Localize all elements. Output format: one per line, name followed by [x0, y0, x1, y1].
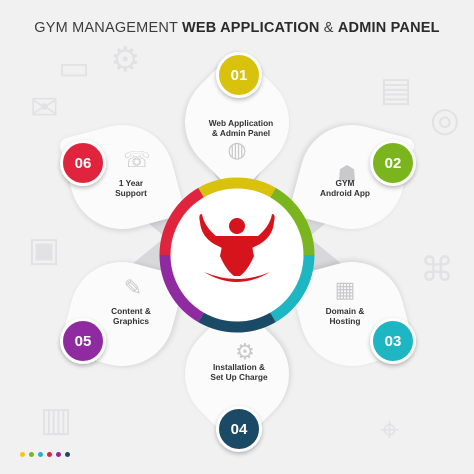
background-target-icon: ◎ [430, 100, 460, 140]
step-01-line1: Web Application [208, 118, 274, 128]
step-02-number: 02 [384, 154, 402, 172]
step-04-line1: Installation & [212, 362, 266, 372]
background-code-icon: ⌘ [420, 250, 454, 290]
title-text-bold-2: ADMIN PANEL [337, 20, 440, 36]
step-05-badge: 05 [60, 318, 106, 364]
content-icon: ✎ [123, 276, 143, 301]
step-05-line1: Content & [111, 306, 151, 316]
ring-segment-02 [270, 187, 315, 256]
title-text-normal: GYM MANAGEMENT [34, 20, 183, 36]
footer-dot [56, 452, 61, 457]
step-01-label: Web Application & Admin Panel [196, 118, 286, 138]
step-06-line2: Support [115, 188, 147, 198]
page-title: GYM MANAGEMENT WEB APPLICATION & ADMIN P… [0, 20, 474, 36]
step-05-number: 05 [74, 332, 92, 350]
footer-dot [20, 452, 25, 457]
step-06-label: 1 Year Support [86, 178, 176, 198]
background-chart-icon: ▥ [40, 400, 73, 440]
background-pin-icon: ⌖ [380, 410, 400, 450]
title-text-bold-1: WEB APPLICATION [182, 20, 320, 36]
android-icon: ☗ [337, 162, 357, 187]
step-05-line2: Graphics [113, 316, 149, 326]
step-03-line2: Hosting [329, 316, 361, 326]
background-chat-icon: ✉ [30, 88, 59, 128]
footer-dot [38, 452, 43, 457]
step-01-line2: & Admin Panel [211, 128, 271, 138]
footer-dot [65, 452, 70, 457]
step-02-line1: GYM [335, 178, 355, 188]
step-06-badge: 06 [60, 140, 106, 186]
footer-dot [29, 452, 34, 457]
ring-segment-03 [270, 254, 315, 323]
ring-segment-01 [198, 177, 276, 198]
step-06-line1: 1 Year [118, 178, 144, 188]
step-05-label: Content & Graphics [86, 306, 176, 326]
background-image-icon: ▣ [28, 230, 61, 270]
step-02-badge: 02 [370, 140, 416, 186]
title-text-amp: & [319, 20, 338, 36]
step-02-line2: Android App [320, 188, 370, 198]
step-06-number: 06 [74, 154, 92, 172]
support-icon: ☏ [123, 148, 151, 173]
server-icon: ▦ [334, 278, 356, 303]
ring-segment-05 [159, 254, 204, 323]
bodybuilder-icon [199, 214, 275, 282]
step-03-line1: Domain & [325, 306, 365, 316]
step-01-number: 01 [230, 66, 248, 84]
background-bar-icon: ▤ [380, 70, 413, 110]
background-monitor-icon: ▭ [58, 48, 91, 88]
step-03-label: Domain & Hosting [300, 306, 390, 326]
gears-icon: ⚙ [235, 340, 255, 365]
ring-segment-06 [159, 187, 204, 256]
background-gear-icon: ⚙ [110, 40, 141, 80]
globe-icon: ◍ [227, 138, 247, 163]
step-02-label: GYM Android App [300, 178, 390, 198]
step-04-badge: 04 [216, 406, 262, 452]
ring-segment-04 [198, 312, 276, 333]
step-03-badge: 03 [370, 318, 416, 364]
step-01-badge: 01 [216, 52, 262, 98]
step-04-line2: Set Up Charge [210, 372, 268, 382]
step-04-label: Installation & Set Up Charge [194, 362, 284, 382]
footer-dot [47, 452, 52, 457]
footer-dots [20, 452, 70, 457]
step-04-number: 04 [230, 420, 248, 438]
step-03-number: 03 [384, 332, 402, 350]
